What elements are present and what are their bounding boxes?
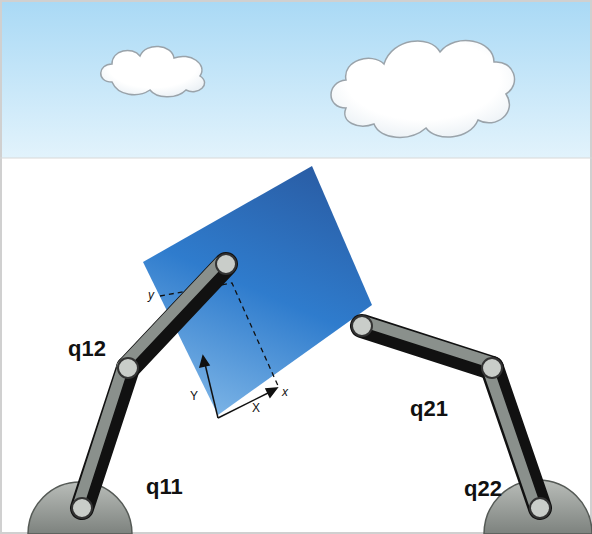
axis-label: Y — [190, 390, 198, 402]
axis-label: x — [282, 386, 288, 398]
left-robot-arm — [28, 254, 236, 534]
joint-label: q12 — [68, 338, 106, 360]
axis-label: X — [252, 402, 260, 414]
right-robot-arm — [352, 316, 592, 534]
payload-box — [143, 166, 372, 415]
box-frame — [200, 356, 277, 418]
cloud — [101, 41, 515, 138]
sky-band — [0, 0, 592, 158]
axis-label: y — [148, 289, 154, 301]
joint-label: q22 — [464, 478, 502, 500]
joint-label: q11 — [146, 476, 183, 498]
joint-label: q21 — [410, 398, 448, 420]
